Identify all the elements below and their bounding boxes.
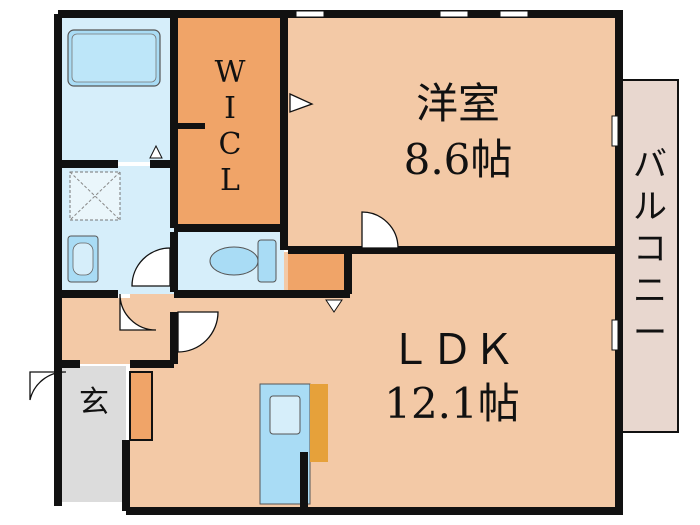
- balcony-label: バルコニー: [633, 145, 667, 353]
- western-room-name: 洋室: [416, 79, 500, 128]
- doors: [29, 92, 399, 401]
- bathtub-inner: [71, 33, 157, 83]
- walls: [54, 10, 623, 515]
- shoe-cabinet: [129, 371, 153, 441]
- washer-x-line: [69, 171, 121, 221]
- toilet-bowl: [209, 246, 259, 276]
- storage-floor: [288, 254, 346, 292]
- toilet-tank: [257, 239, 277, 283]
- western-room-size: 8.6帖: [404, 135, 513, 184]
- door-indicators: [149, 144, 343, 313]
- ldk-name: ＬＤＫ: [389, 325, 515, 374]
- closet-floor: [176, 18, 284, 226]
- entrance-floor: [62, 366, 126, 502]
- kitchen-back-panel: [310, 384, 328, 462]
- hall-floor: [62, 298, 174, 364]
- ldk-size: 12.1帖: [384, 379, 520, 428]
- svg-text:バルコニー: バルコニー: [633, 145, 667, 353]
- entrance-name: 玄: [79, 385, 109, 420]
- wash-basin-bowl: [72, 242, 94, 276]
- windows: [295, 10, 619, 351]
- western-room-floor: [286, 18, 615, 250]
- kitchen-sink: [269, 395, 301, 435]
- washer-x-line: [69, 171, 121, 221]
- balcony-floor: [621, 79, 679, 433]
